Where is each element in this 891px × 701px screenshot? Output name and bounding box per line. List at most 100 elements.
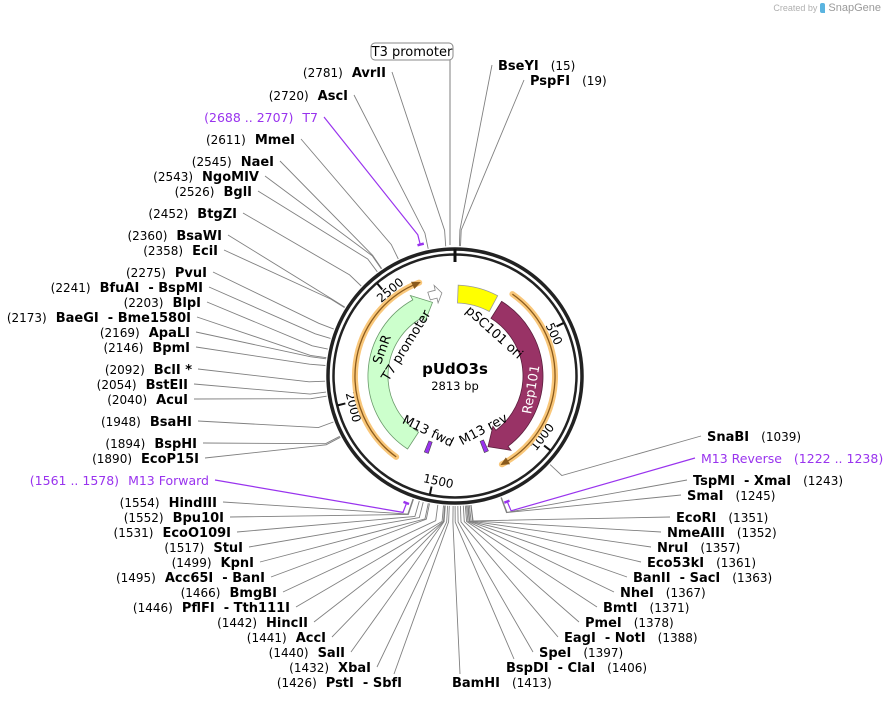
site-name: AccI: [296, 631, 326, 646]
restriction-site-label[interactable]: (2169)ApaLI: [100, 326, 190, 341]
site-leader-line: [500, 494, 682, 514]
primer-site-marker: [503, 499, 510, 504]
restriction-site-label[interactable]: (1890)EcoP15I: [92, 452, 199, 467]
restriction-site-label[interactable]: NruI(1357): [657, 541, 740, 556]
feature-m13-fwd[interactable]: [423, 440, 433, 454]
orf-arrowhead-icon: [411, 281, 421, 289]
site-position: (2241): [51, 281, 91, 295]
restriction-site-label[interactable]: (1948)BsaHI: [101, 415, 192, 430]
site-name: HindIII: [169, 496, 217, 511]
restriction-site-label[interactable]: (1440)SalI: [269, 646, 345, 661]
restriction-site-label[interactable]: BseYI(15): [498, 59, 575, 74]
restriction-site-label[interactable]: PmeI(1378): [585, 616, 674, 631]
restriction-site-label[interactable]: (1441)AccI: [247, 631, 326, 646]
restriction-site-label[interactable]: (2543)NgoMIV: [153, 170, 259, 185]
restriction-site-label[interactable]: BanII - SacI(1363): [633, 571, 772, 586]
restriction-site-label[interactable]: (2173)BaeGI - Bme1580I: [7, 311, 191, 326]
restriction-site-label[interactable]: (1499)KpnI: [172, 556, 254, 571]
site-leader-line: [467, 505, 628, 578]
site-leader-line: [393, 505, 450, 675]
site-labels: (2781)AvrII (2720)AscI (2688 .. 2707)T7 (26…: [7, 59, 883, 691]
feature-t7-promoter[interactable]: [427, 284, 443, 305]
restriction-site-label[interactable]: (1442)HincII: [217, 616, 308, 631]
restriction-site-label[interactable]: (2360)BsaWI: [127, 229, 222, 244]
site-label-text: (2275)PvuI: [126, 266, 207, 281]
restriction-site-label[interactable]: (2452) BtgZI: [148, 207, 237, 222]
site-name: M13 Reverse: [701, 451, 782, 466]
site-name: BtgZI: [197, 207, 237, 222]
restriction-site-label[interactable]: (2545)NaeI: [192, 155, 274, 170]
site-name: EagI - NotI: [564, 631, 646, 646]
site-leader-line: [242, 212, 362, 287]
feature-rep101[interactable]: [487, 300, 544, 451]
restriction-site-label[interactable]: BamHI(1413): [452, 676, 552, 691]
restriction-site-label[interactable]: (2611)MmeI: [206, 133, 295, 148]
restriction-site-label[interactable]: (2781)AvrII: [303, 66, 386, 81]
restriction-site-label[interactable]: NmeAIII(1352): [667, 526, 777, 541]
restriction-site-label[interactable]: (2358)EciI: [143, 244, 218, 259]
restriction-site-label[interactable]: BmtI(1371): [603, 601, 689, 616]
site-position: (2452): [148, 207, 188, 221]
restriction-site-label[interactable]: TspMI - XmaI(1243): [693, 474, 843, 489]
restriction-site-label[interactable]: (1446)PflFI - Tth111I: [133, 601, 290, 616]
site-label-text: BmtI(1371): [603, 601, 689, 616]
site-name: NmeAIII: [667, 526, 725, 541]
restriction-site-label[interactable]: (2054)BstEII: [97, 378, 188, 393]
site-leader-line: [460, 79, 525, 247]
restriction-site-label[interactable]: (2092)BclI *: [105, 363, 192, 378]
restriction-site-label[interactable]: PspFI(19): [530, 74, 607, 89]
site-leader-line: [350, 505, 446, 653]
restriction-site-label[interactable]: (2720)AscI: [269, 89, 348, 104]
primer-label[interactable]: (1561 .. 1578)M13 Forward: [30, 473, 209, 488]
restriction-site-label[interactable]: (2146)BpmI: [103, 341, 190, 356]
restriction-site-label[interactable]: (2526)BglI: [175, 185, 252, 200]
site-leader-line: [464, 505, 598, 608]
site-name: BseYI: [498, 59, 539, 74]
site-position: (1517): [164, 541, 204, 555]
restriction-site-label[interactable]: (1552)Bpu10I: [124, 511, 224, 526]
site-leader-line: [264, 175, 382, 270]
restriction-site-label[interactable]: (1531)EcoO109I: [114, 526, 231, 541]
restriction-site-label[interactable]: (2203)BlpI: [124, 296, 201, 311]
restriction-site-label[interactable]: SnaBI(1039): [707, 430, 801, 445]
feature-smr[interactable]: [367, 294, 434, 450]
site-label-text: (1948)BsaHI: [101, 415, 192, 430]
restriction-site-label[interactable]: SmaI(1245): [687, 489, 775, 504]
tick-mark: [337, 402, 346, 407]
site-position: (1552): [124, 511, 164, 525]
restriction-site-label[interactable]: Eco53kI(1361): [647, 556, 756, 571]
restriction-site-label[interactable]: (1466)BmgBI: [181, 586, 277, 601]
restriction-site-label[interactable]: (2040)AcuI: [107, 393, 188, 408]
restriction-site-label[interactable]: (2241) BfuAI - BspMI: [51, 281, 203, 296]
site-name: BfuAI - BspMI: [100, 281, 203, 296]
t3-promoter-callout[interactable]: T3 promoter: [370, 42, 454, 245]
restriction-site-label[interactable]: EcoRI(1351): [676, 511, 768, 526]
site-position: (2611): [206, 133, 246, 147]
site-position: (1378): [634, 616, 674, 630]
site-position: (1397): [583, 646, 623, 660]
restriction-site-label[interactable]: SpeI(1397): [539, 646, 623, 661]
site-label-text: NruI(1357): [657, 541, 740, 556]
site-leader-line: [458, 64, 493, 247]
restriction-site-label[interactable]: (2275)PvuI: [126, 266, 207, 281]
primer-label[interactable]: M13 Reverse(1222 .. 1238): [701, 451, 883, 466]
restriction-site-label[interactable]: (1554)HindIII: [120, 496, 217, 511]
restriction-site-label[interactable]: (1517)StuI: [164, 541, 243, 556]
restriction-site-label[interactable]: (1495)Acc65I - BanI: [116, 571, 265, 586]
restriction-site-label[interactable]: (1894)BspHI: [105, 437, 197, 452]
site-leader-line: [391, 71, 447, 247]
restriction-site-label[interactable]: (1426)PstI - SbfI: [277, 676, 402, 691]
restriction-site-label[interactable]: (1432)XbaI: [289, 661, 371, 676]
restriction-site-label[interactable]: BspDI - ClaI(1406): [506, 661, 647, 676]
site-position: (2360): [127, 229, 167, 243]
feature-m13-rev[interactable]: [479, 439, 489, 453]
primer-label[interactable]: (2688 .. 2707)T7: [204, 110, 318, 125]
site-leader-line: [470, 504, 671, 522]
restriction-site-label[interactable]: EagI - NotI(1388): [564, 631, 698, 646]
restriction-site-label[interactable]: NheI(1367): [620, 586, 706, 601]
site-label-text: (1441)AccI: [247, 631, 326, 646]
feature-pSC101-ori[interactable]: [457, 284, 499, 313]
site-label-text: (2173)BaeGI - Bme1580I: [7, 311, 191, 326]
site-name: AscI: [318, 89, 348, 104]
